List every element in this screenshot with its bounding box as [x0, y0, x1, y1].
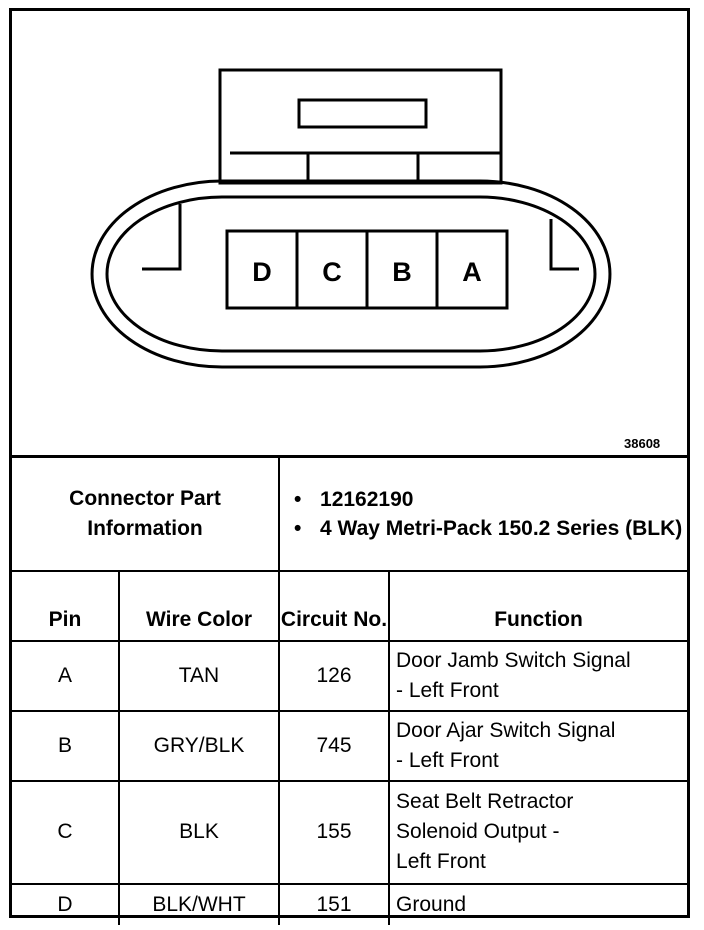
row-a-pin: A: [12, 639, 120, 712]
connector-sheet: D C B A 38608 Connector Part Information…: [9, 8, 690, 925]
header-row: Pin Wire Color Circuit No. Function: [12, 569, 688, 642]
row-c-function-line: Left Front: [396, 850, 486, 873]
part-series: 4 Way Metri-Pack 150.2 Series (BLK): [294, 514, 687, 543]
table-row: D BLK/WHT 151 Ground: [12, 882, 688, 925]
row-a-wire-color: TAN: [117, 639, 281, 712]
row-b-circuit: 745: [278, 709, 391, 782]
row-b-function-line: Door Ajar Switch Signal: [396, 718, 616, 742]
pin-label-c: C: [322, 257, 342, 287]
pin-cavity-a: [435, 229, 509, 310]
col-header-wire-color: Wire Color: [117, 569, 281, 642]
row-d-function: Ground: [388, 882, 688, 925]
pin-label-d: D: [252, 257, 272, 287]
row-a-function-line: - Left Front: [396, 678, 499, 702]
row-a-circuit: 126: [278, 639, 391, 712]
connector-body-inner: [105, 195, 597, 353]
row-b-wire-color: GRY/BLK: [117, 709, 281, 782]
row-d-wire-color: BLK/WHT: [117, 882, 281, 925]
pinout-table: Connector Part Information 12162190 4 Wa…: [12, 455, 688, 925]
connector-body-outer: [90, 179, 612, 369]
row-b-function-line: - Left Front: [396, 748, 499, 772]
table-row: A TAN 126 Door Jamb Switch Signal - Left…: [12, 639, 688, 712]
row-a-function-line: Door Jamb Switch Signal: [396, 648, 631, 672]
pin-label-a: A: [462, 257, 482, 287]
col-header-pin: Pin: [12, 569, 120, 642]
col-header-circuit: Circuit No.: [278, 569, 391, 642]
row-d-function-line: Ground: [396, 892, 467, 916]
row-c-function-line: Solenoid Output -: [396, 820, 560, 843]
connector-diagram: D C B A: [90, 68, 612, 369]
part-info-label: Connector Part Information: [12, 455, 281, 572]
row-b-pin: B: [12, 709, 120, 782]
part-info-row: Connector Part Information 12162190 4 Wa…: [12, 455, 688, 572]
row-d-pin: D: [12, 882, 120, 925]
part-number: 12162190: [294, 485, 687, 514]
row-c-circuit: 155: [278, 779, 391, 885]
latch-tab: [297, 98, 428, 129]
table-row: B GRY/BLK 745 Door Ajar Switch Signal - …: [12, 709, 688, 782]
row-a-function: Door Jamb Switch Signal - Left Front: [388, 639, 688, 712]
row-c-function: Seat Belt Retractor Solenoid Output - Le…: [388, 779, 688, 885]
pin-label-b: B: [392, 257, 412, 287]
part-info-cell: 12162190 4 Way Metri-Pack 150.2 Series (…: [278, 455, 688, 572]
row-b-function: Door Ajar Switch Signal - Left Front: [388, 709, 688, 782]
part-info-list: 12162190 4 Way Metri-Pack 150.2 Series (…: [280, 475, 687, 553]
row-c-pin: C: [12, 779, 120, 885]
table-row: C BLK 155 Seat Belt Retractor Solenoid O…: [12, 779, 688, 885]
row-d-circuit: 151: [278, 882, 391, 925]
col-header-function: Function: [388, 569, 688, 642]
latch-housing: [218, 68, 503, 185]
row-c-wire-color: BLK: [117, 779, 281, 885]
figure-id: 38608: [624, 436, 661, 451]
row-c-function-line: Seat Belt Retractor: [396, 790, 574, 813]
